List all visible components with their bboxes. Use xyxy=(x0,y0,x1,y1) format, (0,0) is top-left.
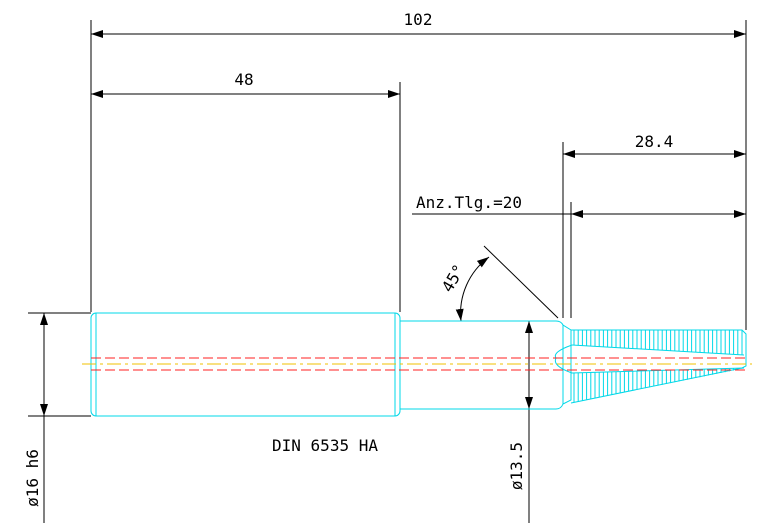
thread-length-label: 28.4 xyxy=(635,132,674,151)
shank-diameter-label: ø16 h6 xyxy=(23,449,42,507)
chamfer-angle-indicator xyxy=(455,245,559,322)
thread-teeth xyxy=(573,330,743,403)
bore-lines xyxy=(82,357,752,371)
overall-length-label: 102 xyxy=(404,10,433,29)
dimension-lines xyxy=(40,30,746,416)
extension-lines xyxy=(28,20,747,523)
shank-length-label: 48 xyxy=(234,70,253,89)
standard-label: DIN 6535 HA xyxy=(272,436,378,455)
teeth-count-label: Anz.Tlg.=20 xyxy=(416,193,522,212)
thread-envelope xyxy=(570,329,747,404)
neck-body xyxy=(400,320,572,410)
neck-diameter-label: ø13.5 xyxy=(507,442,526,490)
